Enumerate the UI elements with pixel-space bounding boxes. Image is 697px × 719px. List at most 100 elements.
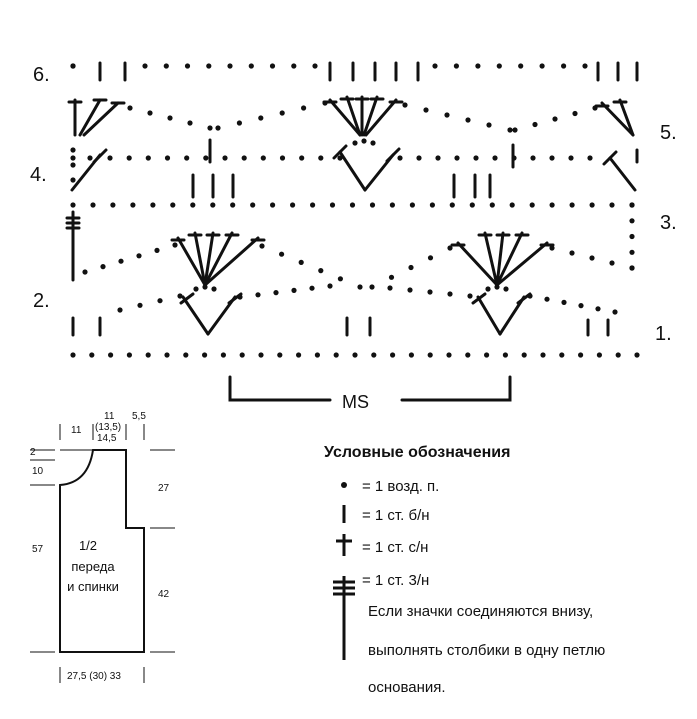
chain-dot	[117, 307, 123, 313]
chain-dot	[301, 105, 307, 111]
chain-dot	[145, 155, 151, 161]
chain-dot	[569, 202, 575, 208]
chain-dot	[137, 302, 143, 308]
chain-dot	[203, 155, 209, 161]
chain-dot	[609, 260, 615, 266]
chain-dot	[572, 110, 578, 117]
chain-dot	[250, 202, 256, 208]
chain-dot	[154, 247, 160, 253]
schematic-label-line-3: и спинки	[67, 579, 119, 594]
chain-dot	[427, 352, 433, 358]
chain-dot	[164, 352, 170, 358]
chain-dot	[318, 155, 324, 161]
chain-dot	[427, 289, 433, 295]
chain-dot	[512, 127, 518, 133]
chain-dot	[561, 63, 567, 69]
chain-dot	[408, 264, 414, 271]
chain-dot	[70, 177, 76, 183]
schematic-label-line-2: переда	[71, 559, 115, 574]
dim-shoulder-medium: (13,5)	[95, 422, 121, 433]
chain-dot	[108, 352, 114, 358]
chain-dot	[357, 284, 363, 290]
chain-dot	[279, 251, 285, 257]
chain-dot	[184, 63, 191, 69]
chain-dot	[540, 352, 546, 358]
chain-dot	[582, 63, 588, 69]
chain-dot	[227, 63, 233, 69]
chain-dot	[170, 202, 176, 208]
chain-dot	[215, 125, 221, 131]
chain-dot	[70, 352, 76, 358]
chain-dot	[529, 202, 535, 208]
dim-neck-height: 10	[32, 466, 44, 477]
chain-dot	[70, 202, 76, 208]
chain-dot	[532, 121, 538, 128]
chain-dot	[369, 284, 375, 290]
chain-dot	[126, 352, 132, 358]
garment-schematic: 11 11 (13,5) 14,5 5,5 2 10 57 27 42 27,5…	[30, 411, 175, 683]
legend-note-line-1: Если значки соединяются внизу,	[368, 603, 593, 620]
chain-dot	[222, 155, 228, 161]
chain-dot	[408, 352, 414, 358]
chain-dot	[539, 63, 545, 69]
chain-dot	[521, 352, 527, 358]
chain-dot	[352, 352, 358, 358]
chain-dot	[318, 268, 324, 274]
chain-dot	[142, 63, 148, 69]
chain-dot	[446, 352, 452, 358]
chain-dot	[370, 140, 376, 146]
chain-dot	[469, 202, 475, 208]
chain-dot	[202, 284, 208, 290]
chain-dot	[349, 202, 356, 208]
chain-dot	[202, 352, 208, 358]
chain-dot	[291, 287, 297, 293]
chain-dot	[258, 115, 264, 121]
chain-dot	[206, 63, 212, 69]
chain-dot	[502, 352, 508, 358]
chain-dot	[503, 286, 509, 292]
dim-bottom-width: 27,5 (30) 33	[67, 671, 121, 682]
row-1-stitches	[71, 316, 610, 337]
row-3-fans	[65, 210, 555, 287]
chain-dot	[107, 155, 113, 161]
double-crochet-icon	[336, 534, 352, 556]
chain-dot	[407, 287, 413, 293]
chain-dot	[416, 155, 422, 161]
chain-dot	[277, 352, 283, 358]
dim-side-height: 42	[158, 589, 170, 600]
chain-dot	[296, 352, 302, 358]
chain-dot	[273, 290, 279, 296]
chain-dot	[70, 147, 76, 153]
dim-shoulder-small: 11	[104, 411, 115, 422]
row-label-3: 3.	[660, 212, 677, 234]
chain-dot	[279, 155, 286, 161]
chain-dot	[299, 155, 305, 161]
chain-dot	[337, 155, 343, 161]
dim-armhole-height: 27	[158, 483, 170, 494]
chain-dot	[589, 255, 595, 261]
chain-dot-icon	[341, 482, 347, 488]
chain-dot	[492, 155, 498, 161]
chain-dot	[70, 63, 76, 69]
dim-body-height: 57	[32, 544, 44, 555]
chain-dot	[629, 265, 635, 271]
chain-dot	[397, 155, 403, 161]
chain-dot	[110, 202, 116, 208]
row-labels: 1. 2. 3. 4. 5. 6.	[30, 64, 677, 345]
chain-dot	[447, 245, 453, 251]
chain-dot	[568, 155, 574, 161]
chain-dot	[388, 274, 395, 280]
crochet-chart	[65, 61, 640, 402]
legend: Условные обозначения = 1 возд. п. = 1 ст…	[324, 444, 605, 696]
chain-dot	[230, 202, 236, 208]
chain-dot	[126, 155, 132, 161]
chain-dot	[193, 286, 199, 292]
chain-dot	[207, 125, 213, 131]
chain-dot	[361, 138, 367, 144]
chain-dot	[494, 284, 500, 290]
chain-dot	[255, 292, 261, 298]
chain-dot	[236, 120, 242, 126]
chain-dot	[322, 100, 328, 106]
chain-dot	[465, 117, 471, 123]
chain-dot	[210, 202, 216, 208]
